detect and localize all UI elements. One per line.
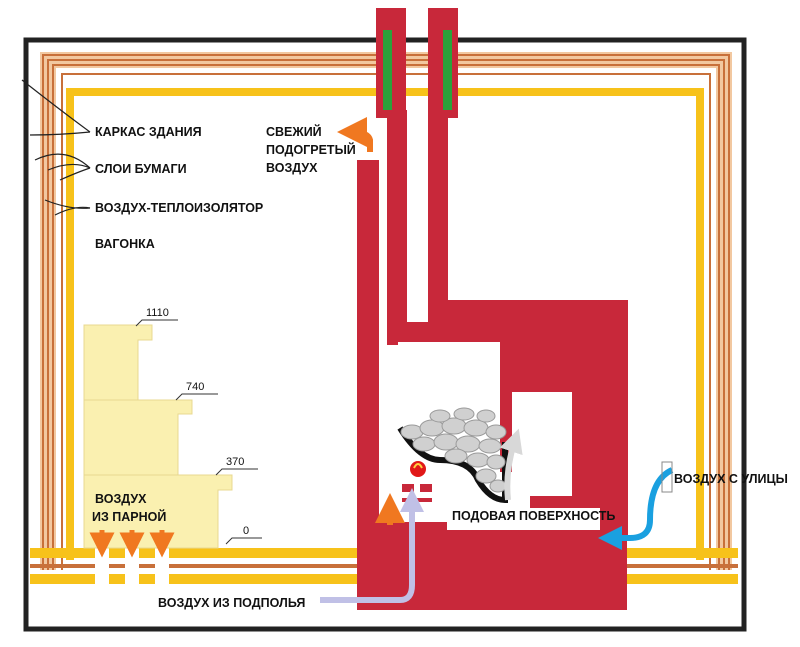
fresh-air-arrow [337,117,373,152]
level-label-370: 370 [226,456,244,468]
label-building-frame: КАРКАС ЗДАНИЯ [95,125,202,139]
bench-steps [83,324,233,549]
street-air-arrow [598,467,674,550]
leader-lines [21,79,91,216]
label-air-insulator: ВОЗДУХ-ТЕПЛОИЗОЛЯТОР [95,201,263,215]
label-steam-air-1: ВОЗДУХ [95,492,147,506]
underfloor-air-arrow [320,488,424,603]
level-label-1110: 1110 [146,307,169,319]
chimney-insulation [383,30,392,110]
label-fresh-air-1: СВЕЖИЙ [266,124,322,139]
label-steam-air-2: ИЗ ПАРНОЙ [92,509,166,524]
label-paper-layers: СЛОИ БУМАГИ [95,162,187,176]
air-arrows [89,117,674,603]
label-street-air: ВОЗДУХ С УЛИЦЫ [674,472,788,486]
label-fresh-air-2: ПОДОГРЕТЫЙ [266,142,356,157]
label-fresh-air-3: ВОЗДУХ [266,161,318,175]
label-underfloor-air: ВОЗДУХ ИЗ ПОДПОЛЬЯ [158,596,305,610]
fire-icon [410,461,426,477]
hot-air-arrow [499,428,523,501]
label-hearth: ПОДОВАЯ ПОВЕРХНОСТЬ [452,509,615,523]
level-label-740: 740 [186,381,204,393]
label-lining: ВАГОНКА [95,237,155,251]
level-markers [135,319,262,545]
level-label-0: 0 [243,525,249,537]
